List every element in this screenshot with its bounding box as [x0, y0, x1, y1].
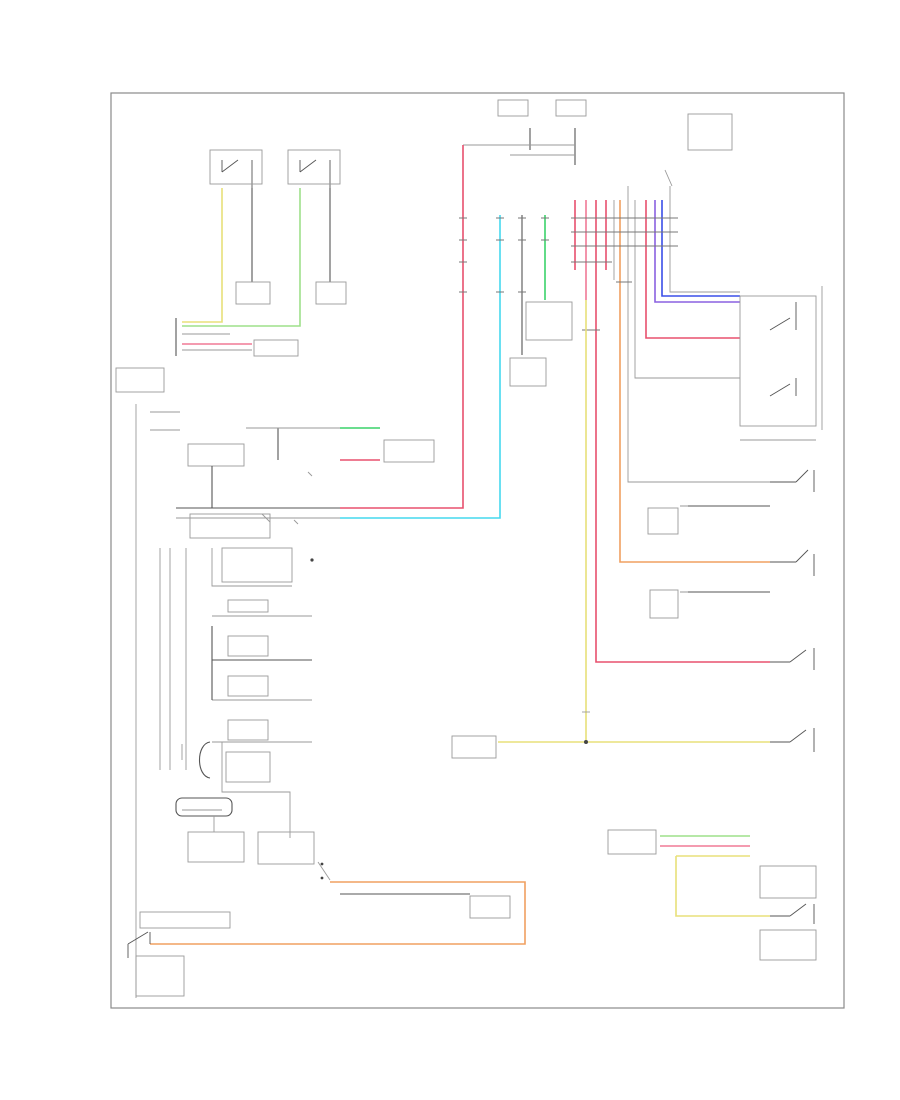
wire-orange-bottom-left: [150, 881, 526, 945]
wire-red-bundle-2: [595, 200, 770, 663]
bottom-right-block: [607, 829, 817, 961]
right-harness-bundle: [571, 169, 770, 742]
wire-yellow-bottom-right: [675, 855, 770, 917]
wire-red-main: [340, 145, 464, 509]
right-top-module: [739, 286, 823, 441]
wire-blue-right: [661, 200, 740, 297]
wire-gray-right-3: [669, 200, 740, 293]
wire-violet-right: [654, 200, 740, 303]
power-feed-group: [463, 99, 733, 165]
right-switch-column: [647, 469, 815, 924]
wire-gray-right-1: [627, 200, 770, 483]
left-control-module: [115, 367, 435, 998]
wire-green-left: [182, 188, 301, 327]
top-left-switch-group: [175, 149, 347, 357]
wire-cyan-main: [340, 215, 501, 519]
wire-red-right-top: [645, 200, 740, 339]
connector-marks-center: [459, 217, 549, 293]
wire-orange-bundle: [619, 200, 770, 563]
diagram-frame: [110, 92, 845, 1009]
wire-yellow-left: [182, 188, 223, 323]
wire-gray-right-2: [634, 200, 740, 379]
